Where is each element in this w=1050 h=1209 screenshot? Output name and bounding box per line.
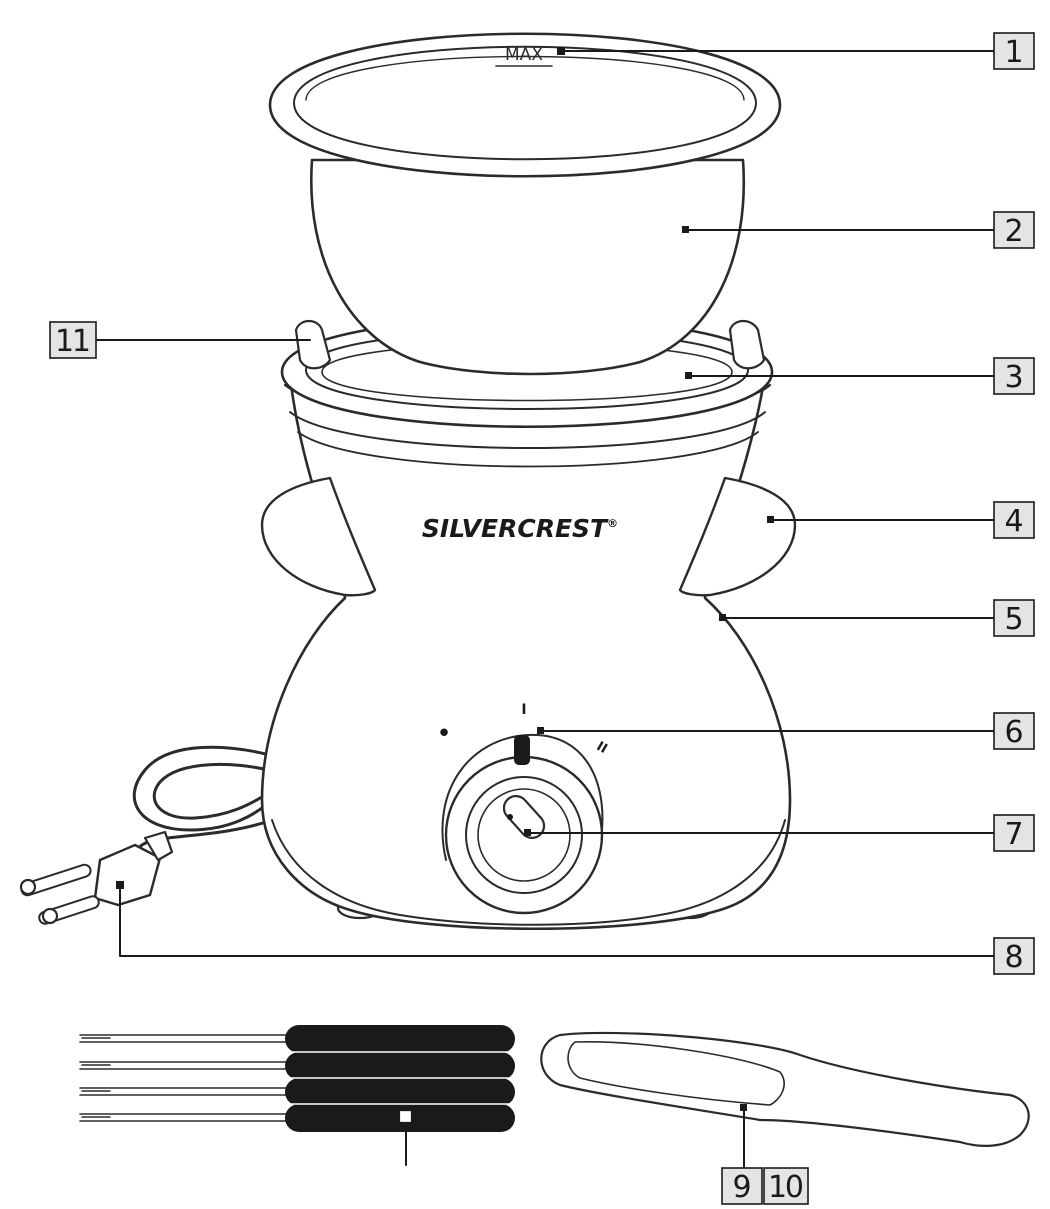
callout-3: 3: [993, 357, 1035, 395]
max-marking: MAX: [505, 45, 543, 65]
power-plug: [19, 830, 174, 925]
svg-text:8: 8: [1004, 940, 1023, 975]
callout-4: 4: [993, 501, 1035, 539]
fondue-forks: [79, 1025, 516, 1132]
svg-text:2: 2: [1004, 214, 1023, 249]
spatula: [540, 1031, 1030, 1147]
svg-text:1: 1: [1004, 35, 1023, 70]
svg-text:11: 11: [55, 324, 91, 359]
callout-11: 11: [49, 321, 97, 359]
callout-1: 1: [993, 32, 1035, 70]
callout-5: 5: [993, 599, 1035, 637]
dial-mark-off: •: [436, 719, 451, 749]
callout-7: 7: [993, 814, 1035, 852]
leader-dots: [116, 47, 774, 1111]
callout-8: 8: [993, 937, 1035, 975]
svg-text:4: 4: [1004, 504, 1023, 539]
leader-lines: [96, 50, 994, 1169]
handle-left: [260, 476, 377, 597]
callout-2: 2: [993, 211, 1035, 249]
dial-mark-one: I: [521, 702, 526, 718]
svg-text:7: 7: [1004, 817, 1023, 852]
svg-text:10: 10: [768, 1170, 804, 1205]
svg-text:3: 3: [1004, 360, 1023, 395]
callout-6: 6: [993, 712, 1035, 750]
handle-right: [678, 476, 797, 597]
callout-labels: 1 2 3 4 5 6 7 8: [49, 32, 1035, 1205]
svg-text:9: 9: [732, 1170, 751, 1205]
forks-marker: [397, 1108, 414, 1125]
brand-logo: SILVERCREST®: [422, 514, 618, 543]
callout-9: 9: [721, 1167, 763, 1205]
callout-10: 10: [763, 1167, 809, 1205]
svg-text:6: 6: [1004, 715, 1023, 750]
svg-text:5: 5: [1004, 602, 1023, 637]
brand-registered-mark: ®: [607, 517, 618, 530]
fondue-bowl: [268, 32, 782, 376]
